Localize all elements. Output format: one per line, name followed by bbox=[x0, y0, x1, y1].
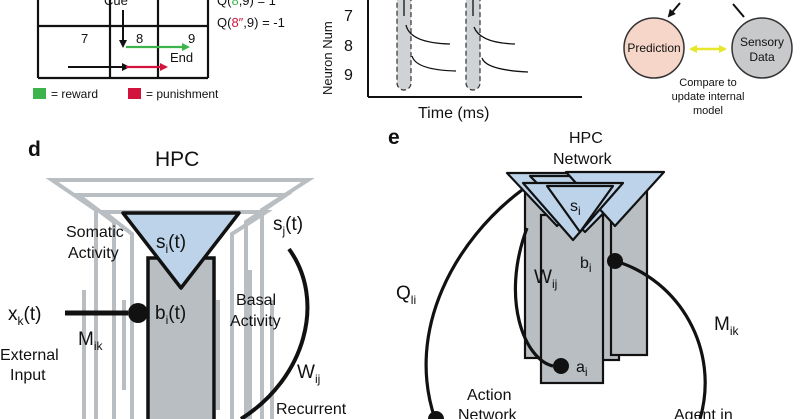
spike-traces bbox=[403, 0, 529, 73]
panel-e-hpc-line1: HPC bbox=[569, 130, 603, 147]
net-bi-label: bi bbox=[580, 255, 592, 275]
panel-d-hpc-label: HPC bbox=[155, 148, 199, 171]
compare-text-line3: model bbox=[693, 105, 723, 117]
grid-cell-8: 8 bbox=[136, 31, 143, 46]
hpc-network-triangles bbox=[505, 170, 666, 242]
prediction-node bbox=[623, 17, 685, 79]
xk-label: xk(t) bbox=[8, 304, 41, 328]
spike-window-2 bbox=[465, 0, 481, 91]
action-network-line1: Action bbox=[467, 387, 511, 404]
compare-text-line1: Compare to bbox=[679, 77, 736, 89]
external-input-line1: External bbox=[0, 347, 59, 364]
neuron-tick-8: 8 bbox=[344, 38, 353, 55]
recurrent-connection bbox=[239, 247, 310, 419]
grid-cell-7: 7 bbox=[81, 31, 88, 46]
raster-y-axis-label: Neuron Num bbox=[320, 21, 335, 95]
bi-label: bi(t) bbox=[155, 303, 186, 327]
neuron-tick-9: 9 bbox=[344, 67, 353, 84]
action-network-line2: Network bbox=[458, 407, 518, 419]
loop-arrow-left bbox=[667, 2, 681, 18]
q-connection bbox=[424, 188, 523, 419]
soma-triangle bbox=[121, 211, 241, 290]
mik-label: Mik bbox=[78, 329, 103, 353]
legend-reward-label: = reward bbox=[51, 87, 98, 101]
recurrent-w-connection bbox=[513, 227, 554, 368]
net-mik-label: Mik bbox=[714, 314, 739, 338]
legend-punishment-swatch bbox=[128, 88, 141, 99]
prediction-label: Prediction bbox=[627, 41, 680, 55]
loop-arrow-right bbox=[732, 3, 745, 18]
sensory-label-line1: Sensory bbox=[740, 35, 784, 49]
soma-si-label: si(t) bbox=[156, 232, 186, 256]
grid-cell-9: 9 bbox=[188, 31, 195, 46]
somatic-activity-line1: Somatic bbox=[66, 224, 124, 241]
sensory-data-node bbox=[731, 17, 793, 79]
grid-cue-label: Cue bbox=[104, 0, 128, 8]
panel-e-network-model: e HPC Network si bi ai Wij Qli Mik Actio bbox=[388, 126, 739, 419]
agent-label: Agent in bbox=[674, 407, 733, 419]
legend-punishment-label: = punishment bbox=[146, 87, 219, 101]
external-input-line2: Input bbox=[10, 367, 46, 384]
panel-c-prediction-loop: Prediction Sensory Data Compare to updat… bbox=[623, 2, 793, 117]
basal-synapse-dot bbox=[128, 303, 148, 323]
grid-end-label: End bbox=[170, 50, 193, 65]
wij-label: Wij bbox=[297, 362, 320, 386]
q-value-line-1: Q(8,9) = 1 bbox=[217, 0, 276, 8]
hpc-network-columns bbox=[523, 183, 649, 385]
panel-b-raster: Neuron Num 7 8 9 Time (ms) bbox=[320, 0, 582, 122]
m-connection bbox=[614, 259, 707, 419]
panel-d-letter: d bbox=[28, 138, 41, 161]
sj-label: sj(t) bbox=[273, 214, 303, 238]
panel-e-hpc-line2: Network bbox=[553, 151, 613, 168]
compare-text-line2: update internal bbox=[672, 91, 745, 103]
basal-activity-line2: Activity bbox=[230, 313, 281, 330]
net-wij-label: Wij bbox=[534, 267, 557, 291]
net-si-label: si bbox=[570, 198, 581, 218]
q-value-line-2: Q(8″,9) = -1 bbox=[217, 15, 285, 30]
somatic-activity-line2: Activity bbox=[68, 245, 119, 262]
panel-a-grid-world: Cue 7 8 9 End Q(8,9) = 1 Q(8″,9) = -1 = … bbox=[33, 0, 285, 101]
spike-window-1 bbox=[396, 0, 412, 91]
legend-reward-swatch bbox=[33, 88, 46, 99]
basal-activity-line1: Basal bbox=[236, 292, 276, 309]
panel-d-neuron-model: d HPC si(t) Somatic Activity sj(t) bi(t)… bbox=[0, 138, 347, 419]
net-ai-label: ai bbox=[576, 359, 588, 379]
action-network-dot bbox=[428, 411, 444, 419]
neuron-tick-7: 7 bbox=[344, 8, 353, 25]
recurrent-label: Recurrent bbox=[276, 401, 347, 418]
net-action-synapse-dot bbox=[553, 358, 569, 374]
sensory-label-line2: Data bbox=[749, 50, 775, 64]
panel-e-letter: e bbox=[388, 126, 400, 149]
raster-x-axis-label: Time (ms) bbox=[418, 105, 489, 122]
net-qli-label: Qli bbox=[396, 283, 416, 307]
